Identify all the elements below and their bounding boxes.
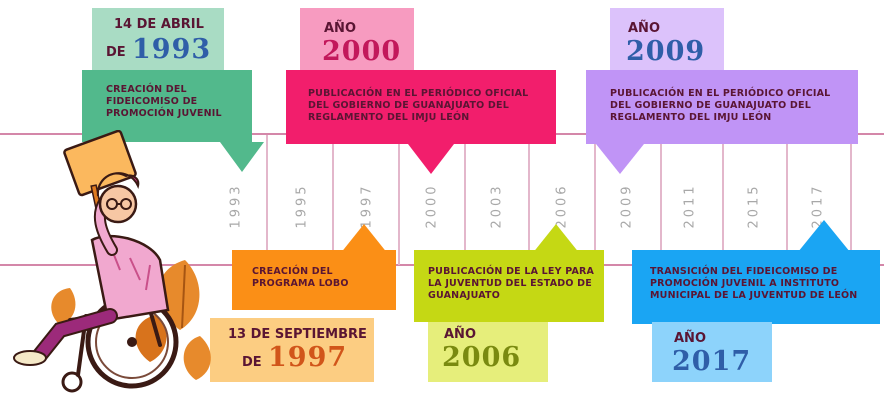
date-box-2006: AÑO 2006 <box>428 322 548 382</box>
callout-pointer <box>532 224 580 254</box>
leaf-shape <box>183 336 211 380</box>
timeline-year-label: 2009 <box>619 183 635 229</box>
timeline-year-label: 1995 <box>294 183 310 229</box>
date-year: 1997 <box>268 342 348 373</box>
leaf-shape <box>135 315 167 362</box>
event-callout-2000: PUBLICACIÓN EN EL PERIÓDICO OFICIAL DEL … <box>286 70 556 144</box>
event-callout-2006: PUBLICACIÓN DE LA LEY PARA LA JUVENTUD D… <box>414 250 604 322</box>
leaf-shape <box>51 288 76 325</box>
callout-pointer <box>340 224 388 254</box>
date-box-2017: AÑO 2017 <box>652 322 772 382</box>
date-year: 1993 <box>132 34 212 65</box>
event-text: CREACIÓN DEL FIDEICOMISO DE PROMOCIÓN JU… <box>106 84 222 119</box>
date-year: 2009 <box>626 36 706 67</box>
event-text: PUBLICACIÓN DE LA LEY PARA LA JUVENTUD D… <box>428 266 595 301</box>
timeline-tick <box>594 135 596 265</box>
date-year: 2000 <box>322 36 402 67</box>
event-text: PUBLICACIÓN EN EL PERIÓDICO OFICIAL DEL … <box>610 88 831 123</box>
date-box-2000: AÑO 2000 <box>300 8 414 70</box>
timeline-year-label: 2000 <box>424 183 440 229</box>
timeline-tick <box>332 135 334 265</box>
date-year: 2017 <box>672 346 752 377</box>
timeline-year-label: 2011 <box>682 183 698 229</box>
date-box-1997: 13 DE SEPTIEMBRE DE 1997 <box>210 318 374 382</box>
callout-pointer <box>220 142 264 172</box>
event-callout-1997: CREACIÓN DEL PROGRAMA LOBO <box>232 250 396 310</box>
callout-pointer <box>798 220 850 252</box>
timeline-year-label: 2003 <box>489 183 505 229</box>
timeline-tick <box>528 135 530 265</box>
date-year: 2006 <box>442 342 522 373</box>
event-callout-2017: TRANSICIÓN DEL FIDEICOMISO DE PROMOCIÓN … <box>632 250 880 324</box>
date-prefix: DE <box>106 45 126 60</box>
event-text: PUBLICACIÓN EN EL PERIÓDICO OFICIAL DEL … <box>308 88 529 123</box>
timeline-tick <box>786 135 788 265</box>
date-label: AÑO <box>444 327 476 342</box>
event-text: CREACIÓN DEL PROGRAMA LOBO <box>252 266 349 289</box>
timeline-tick <box>266 135 268 265</box>
timeline-tick <box>398 135 400 265</box>
event-callout-2009: PUBLICACIÓN EN EL PERIÓDICO OFICIAL DEL … <box>586 70 858 144</box>
timeline-tick <box>660 135 662 265</box>
date-label: AÑO <box>628 21 660 36</box>
date-label: 13 DE SEPTIEMBRE <box>228 327 367 342</box>
person-in-wheelchair-with-sign-illustration <box>13 130 211 393</box>
timeline-tick <box>722 135 724 265</box>
date-label: 14 DE ABRIL <box>114 17 204 32</box>
timeline-tick <box>850 135 852 265</box>
date-label: AÑO <box>674 331 706 346</box>
timeline-tick <box>464 135 466 265</box>
event-text: TRANSICIÓN DEL FIDEICOMISO DE PROMOCIÓN … <box>650 266 858 301</box>
callout-pointer <box>408 144 454 174</box>
leaf-shape <box>158 260 200 330</box>
timeline-year-label: 2015 <box>746 183 762 229</box>
date-prefix: DE <box>242 355 262 370</box>
date-box-1993: 14 DE ABRIL DE 1993 <box>92 8 224 70</box>
date-box-2009: AÑO 2009 <box>610 8 724 70</box>
date-label: AÑO <box>324 21 356 36</box>
callout-pointer <box>596 144 644 174</box>
event-callout-1993: CREACIÓN DEL FIDEICOMISO DE PROMOCIÓN JU… <box>82 70 252 142</box>
